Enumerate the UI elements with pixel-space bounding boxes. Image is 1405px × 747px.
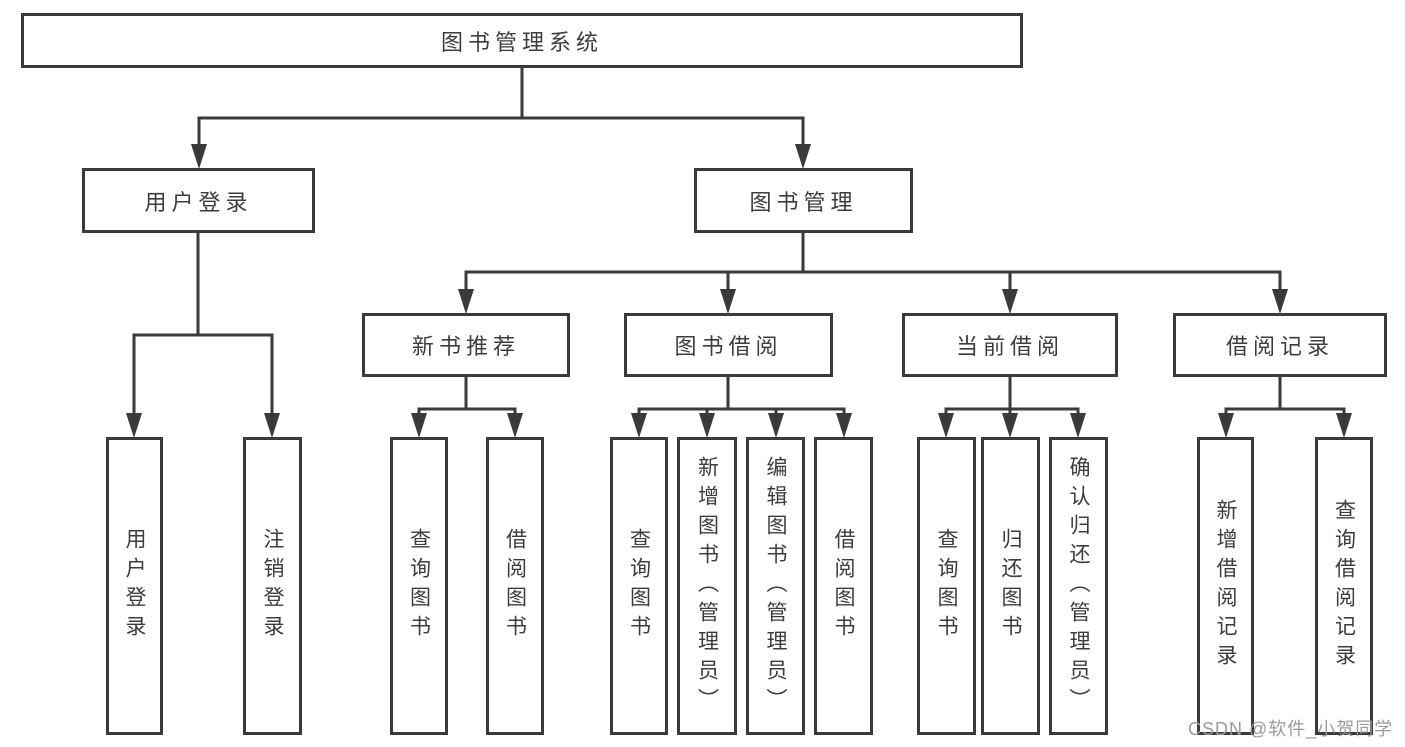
node-borrowing-records: 借阅记录 [1173,313,1387,377]
leaf-label: 编辑图书（管理员） [764,455,787,717]
leaf-label: 借阅图书 [503,528,527,644]
arrow-down-icon [1070,413,1086,438]
arrow-down-icon [264,413,280,438]
arrow-down-icon [458,289,474,314]
leaf-query-books-current: 查询图书 [917,437,976,735]
edges-bookmgmt-to-level3 [464,229,1282,298]
edges-records-to-leaves [1224,373,1346,422]
arrow-down-icon [411,413,427,438]
arrow-down-icon [191,144,207,169]
arrow-down-icon [1002,413,1018,438]
arrow-down-icons [126,144,1352,438]
leaf-label: 归还图书 [999,528,1022,644]
arrow-down-icon [507,413,523,438]
arrow-down-icon [1336,413,1352,438]
leaf-query-books-borrowing: 查询图书 [610,437,668,735]
arrow-down-icon [699,413,715,438]
node-label: 借阅记录 [1225,334,1334,359]
leaf-label: 用户登录 [123,528,146,644]
edges-root-to-level2 [197,64,805,154]
leaf-borrow-books: 借阅图书 [814,437,873,735]
arrow-down-icon [1272,289,1288,314]
node-label: 图书借阅 [674,334,783,359]
leaf-confirm-return-admin: 确认归还（管理员） [1049,437,1108,735]
leaf-borrow-books-recommend: 借阅图书 [486,437,544,735]
watermark: CSDN @软件_小贺同学 [1188,719,1394,739]
arrow-down-icon [836,413,852,438]
arrow-down-icon [768,413,784,438]
leaf-label: 确认归还（管理员） [1067,455,1090,717]
leaf-return-books: 归还图书 [981,437,1040,735]
leaf-label: 新增图书（管理员） [695,455,719,717]
leaf-label: 查询图书 [935,528,958,644]
arrow-down-icon [631,413,647,438]
node-root: 图书管理系统 [21,13,1023,68]
node-label: 图书管理系统 [440,29,603,55]
node-label: 用户登录 [144,189,253,215]
node-label: 图书管理 [749,189,858,215]
leaf-user-login: 用户登录 [106,437,163,735]
leaf-query-books-recommend: 查询图书 [390,437,448,735]
leaf-query-borrow-record: 查询借阅记录 [1315,437,1373,735]
edges-newbook-to-leaves [417,373,517,422]
arrow-down-icon [720,289,736,314]
leaf-label: 查询图书 [407,528,431,644]
leaf-label: 借阅图书 [832,528,855,644]
arrow-down-icon [795,144,811,169]
leaf-logout: 注销登录 [243,437,302,735]
leaf-label: 注销登录 [261,528,284,644]
arrow-down-icon [1218,413,1234,438]
leaf-add-books-admin: 新增图书（管理员） [677,437,737,735]
leaf-label: 查询图书 [627,528,651,644]
arrow-down-icon [938,413,954,438]
node-book-management: 图书管理 [694,168,913,233]
node-label: 当前借阅 [955,334,1064,359]
leaf-label: 查询借阅记录 [1332,499,1356,673]
edges-userlogin-to-leaves [132,229,274,422]
node-book-borrowing: 图书借阅 [624,313,833,377]
node-new-book-recommend: 新书推荐 [362,313,570,377]
node-current-borrowing: 当前借阅 [902,313,1118,377]
arrow-down-icon [1002,289,1018,314]
edges-borrowing-to-leaves [637,373,846,422]
leaf-edit-books-admin: 编辑图书（管理员） [746,437,805,735]
leaf-add-borrow-record: 新增借阅记录 [1197,437,1254,735]
leaf-label: 新增借阅记录 [1214,499,1237,673]
arrow-down-icon [126,413,142,438]
node-label: 新书推荐 [411,334,520,359]
node-user-login: 用户登录 [82,168,315,233]
